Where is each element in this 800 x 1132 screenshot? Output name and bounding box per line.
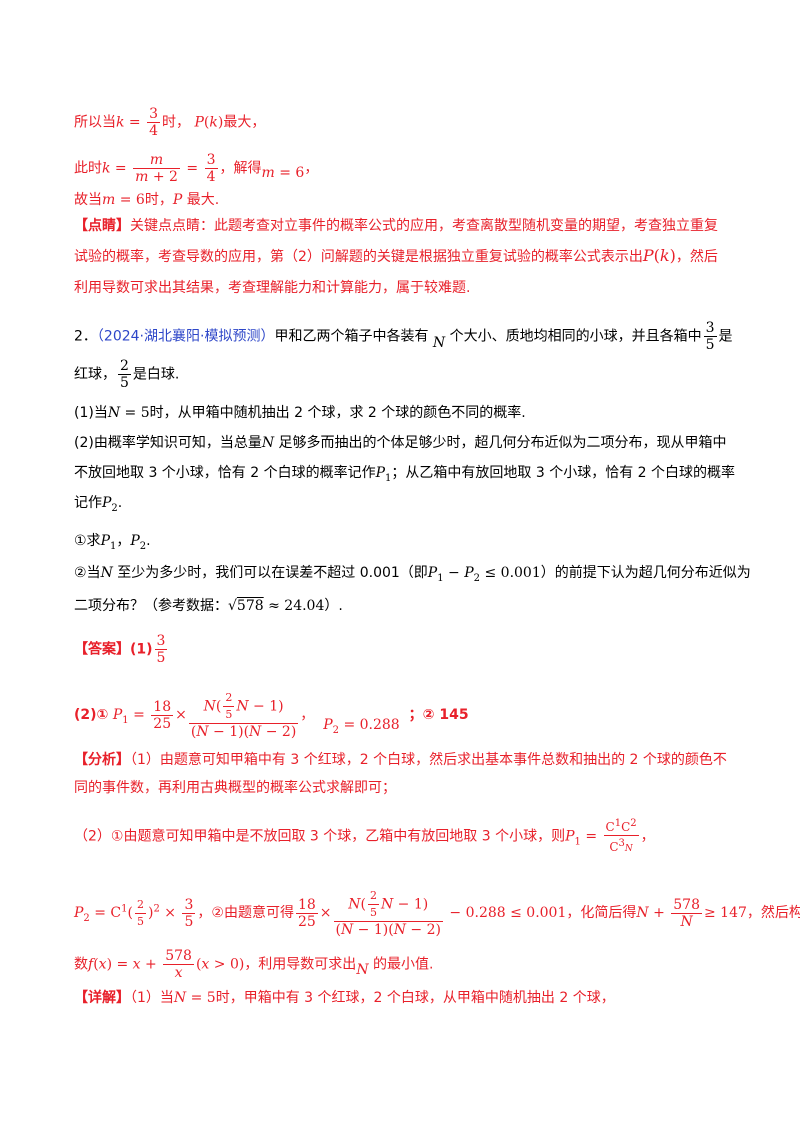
text: ，然后构造函	[746, 905, 800, 921]
text: ②当	[74, 565, 101, 581]
text: 时，	[162, 114, 191, 131]
analysis-line-3: （2）①由题意可知甲箱中是不放回取 3 个球，乙箱中有放回地取 3 个小球，则P…	[74, 818, 655, 854]
question-2-part-2-line-3: 记作P2.	[74, 495, 123, 514]
question-2-part-2-line-2: 不放回地取 3 个小球，恰有 2 个白球的概率记作P1；从乙箱中有放回地取 3 …	[74, 465, 736, 484]
question-2-sub-1: ①求P1，P2.	[74, 533, 151, 552]
text: ，	[304, 160, 319, 177]
text: ，化简后得	[566, 905, 637, 921]
text: 二项分布？（参考数据：	[74, 598, 228, 614]
analysis-tag: 【分析】	[74, 752, 130, 768]
solution-line-3: 故当m = 6时，P 最大.	[74, 192, 220, 208]
analysis-line-1: 【分析】（1）由题意可知甲箱中有 3 个红球，2 个白球，然后求出基本事件总数和…	[74, 750, 727, 770]
text: （2）①由题意可知甲箱中是不放回取 3 个球，乙箱中有放回地取 3 个小球，则	[74, 828, 566, 845]
review-line-2: 试验的概率，考查导数的应用，第（2）问解题的关键是根据独立重复试验的概率公式表示…	[74, 246, 718, 265]
text: ，	[116, 533, 131, 549]
text: .	[117, 495, 123, 511]
question-source-link[interactable]: （2024·湖北襄阳·模拟预测）	[96, 328, 275, 345]
review-tag: 【点睛】	[74, 218, 130, 234]
text: (1)当	[74, 405, 108, 421]
text: 利用导数可求出其结果，考查理解能力和计算能力，属于较难题.	[74, 280, 471, 296]
text: ①求	[74, 533, 101, 549]
text: 个大小、质地均相同的小球，并且各箱中	[449, 328, 702, 345]
text: ）的前提下认为超几何分布近似为	[540, 565, 751, 581]
text: 甲和乙两个箱子中各装有	[274, 328, 429, 345]
question-2-sub-2-line-2: 二项分布？（参考数据：√578 ≈ 24.04）.	[74, 598, 343, 614]
detail-tag: 【详解】	[74, 990, 130, 1006]
text: 是	[718, 328, 733, 345]
text: ，然后	[675, 249, 718, 265]
text: 同的事件数，再利用古典概型的概率公式求解即可；	[74, 780, 396, 796]
text: 时，从甲箱中随机抽出 2 个球，求 2 个球的颜色不同的概率.	[149, 405, 526, 421]
text: (2)①	[74, 707, 109, 723]
text: ，②由题意可得	[197, 905, 294, 921]
text: 数	[74, 956, 88, 973]
text: 的最小值.	[373, 956, 434, 973]
formula: P	[194, 114, 204, 131]
text: 关键点点睛：此题考查对立事件的概率公式的应用，考查离散型随机变量的期望，考查独立…	[130, 218, 718, 234]
text: ，解得	[219, 160, 262, 177]
text: ，利用导数可求出	[244, 956, 357, 973]
text: ）.	[324, 598, 343, 614]
text: 是白球.	[132, 366, 180, 383]
text: 至少为多少时，我们可以在误差不超过 0.001（即	[117, 565, 428, 581]
text: 红球，	[74, 366, 116, 383]
text: (2)由概率学知识可知，当总量	[74, 435, 262, 451]
question-2-line-1: 2．（2024·湖北襄阳·模拟预测）甲和乙两个箱子中各装有 N 个大小、质地均相…	[74, 320, 733, 353]
review-line-1: 【点睛】关键点点睛：此题考查对立事件的概率公式的应用，考查离散型随机变量的期望，…	[74, 216, 726, 236]
text: 不放回地取 3 个小球，恰有 2 个白球的概率记作	[74, 465, 376, 481]
text: .	[146, 533, 151, 549]
text: 时，	[144, 192, 173, 208]
text: 足够多而抽出的个体足够少时，超几何分布近似为二项分布，现从甲箱中	[278, 435, 727, 451]
text: ，	[640, 828, 655, 845]
text: (1)	[130, 641, 153, 658]
formula: k	[116, 114, 125, 131]
question-2-sub-2-line-1: ②当N 至少为多少时，我们可以在误差不超过 0.001（即P1 − P2 ≤ 0…	[74, 565, 751, 584]
text: 最大.	[186, 192, 220, 208]
text: 记作	[74, 495, 102, 511]
text: 时，甲箱中有 3 个红球，2 个白球，从甲箱中随机抽出 2 个球，	[215, 990, 615, 1006]
answer-tag: 【答案】	[74, 641, 130, 658]
text: （1）当	[130, 990, 174, 1006]
text: 故当	[74, 192, 102, 208]
text: 试验的概率，考查导数的应用，第（2）问解题的关键是根据独立重复试验的概率公式表示…	[74, 249, 643, 265]
question-2-part-1: (1)当N = 5时，从甲箱中随机抽出 2 个球，求 2 个球的颜色不同的概率.	[74, 405, 526, 421]
text: ，	[300, 707, 315, 723]
question-number: 2．	[74, 328, 97, 345]
analysis-line-2: 同的事件数，再利用古典概型的概率公式求解即可；	[74, 778, 726, 798]
text: 所以当	[74, 114, 116, 131]
question-2-part-2-line-1: (2)由概率学知识可知，当总量N 足够多而抽出的个体足够少时，超几何分布近似为二…	[74, 435, 727, 451]
text: ；从乙箱中有放回地取 3 个小球，恰有 2 个白球的概率	[391, 465, 736, 481]
review-line-3: 利用导数可求出其结果，考查理解能力和计算能力，属于较难题.	[74, 278, 726, 298]
detail-line-1: 【详解】（1）当N = 5时，甲箱中有 3 个红球，2 个白球，从甲箱中随机抽出…	[74, 990, 615, 1006]
text: （1）由题意可知甲箱中有 3 个红球，2 个白球，然后求出基本事件总数和抽出的 …	[130, 752, 727, 768]
text: ；② 145	[408, 707, 469, 723]
text: 最大，	[223, 114, 266, 131]
text: 此时	[74, 160, 102, 177]
